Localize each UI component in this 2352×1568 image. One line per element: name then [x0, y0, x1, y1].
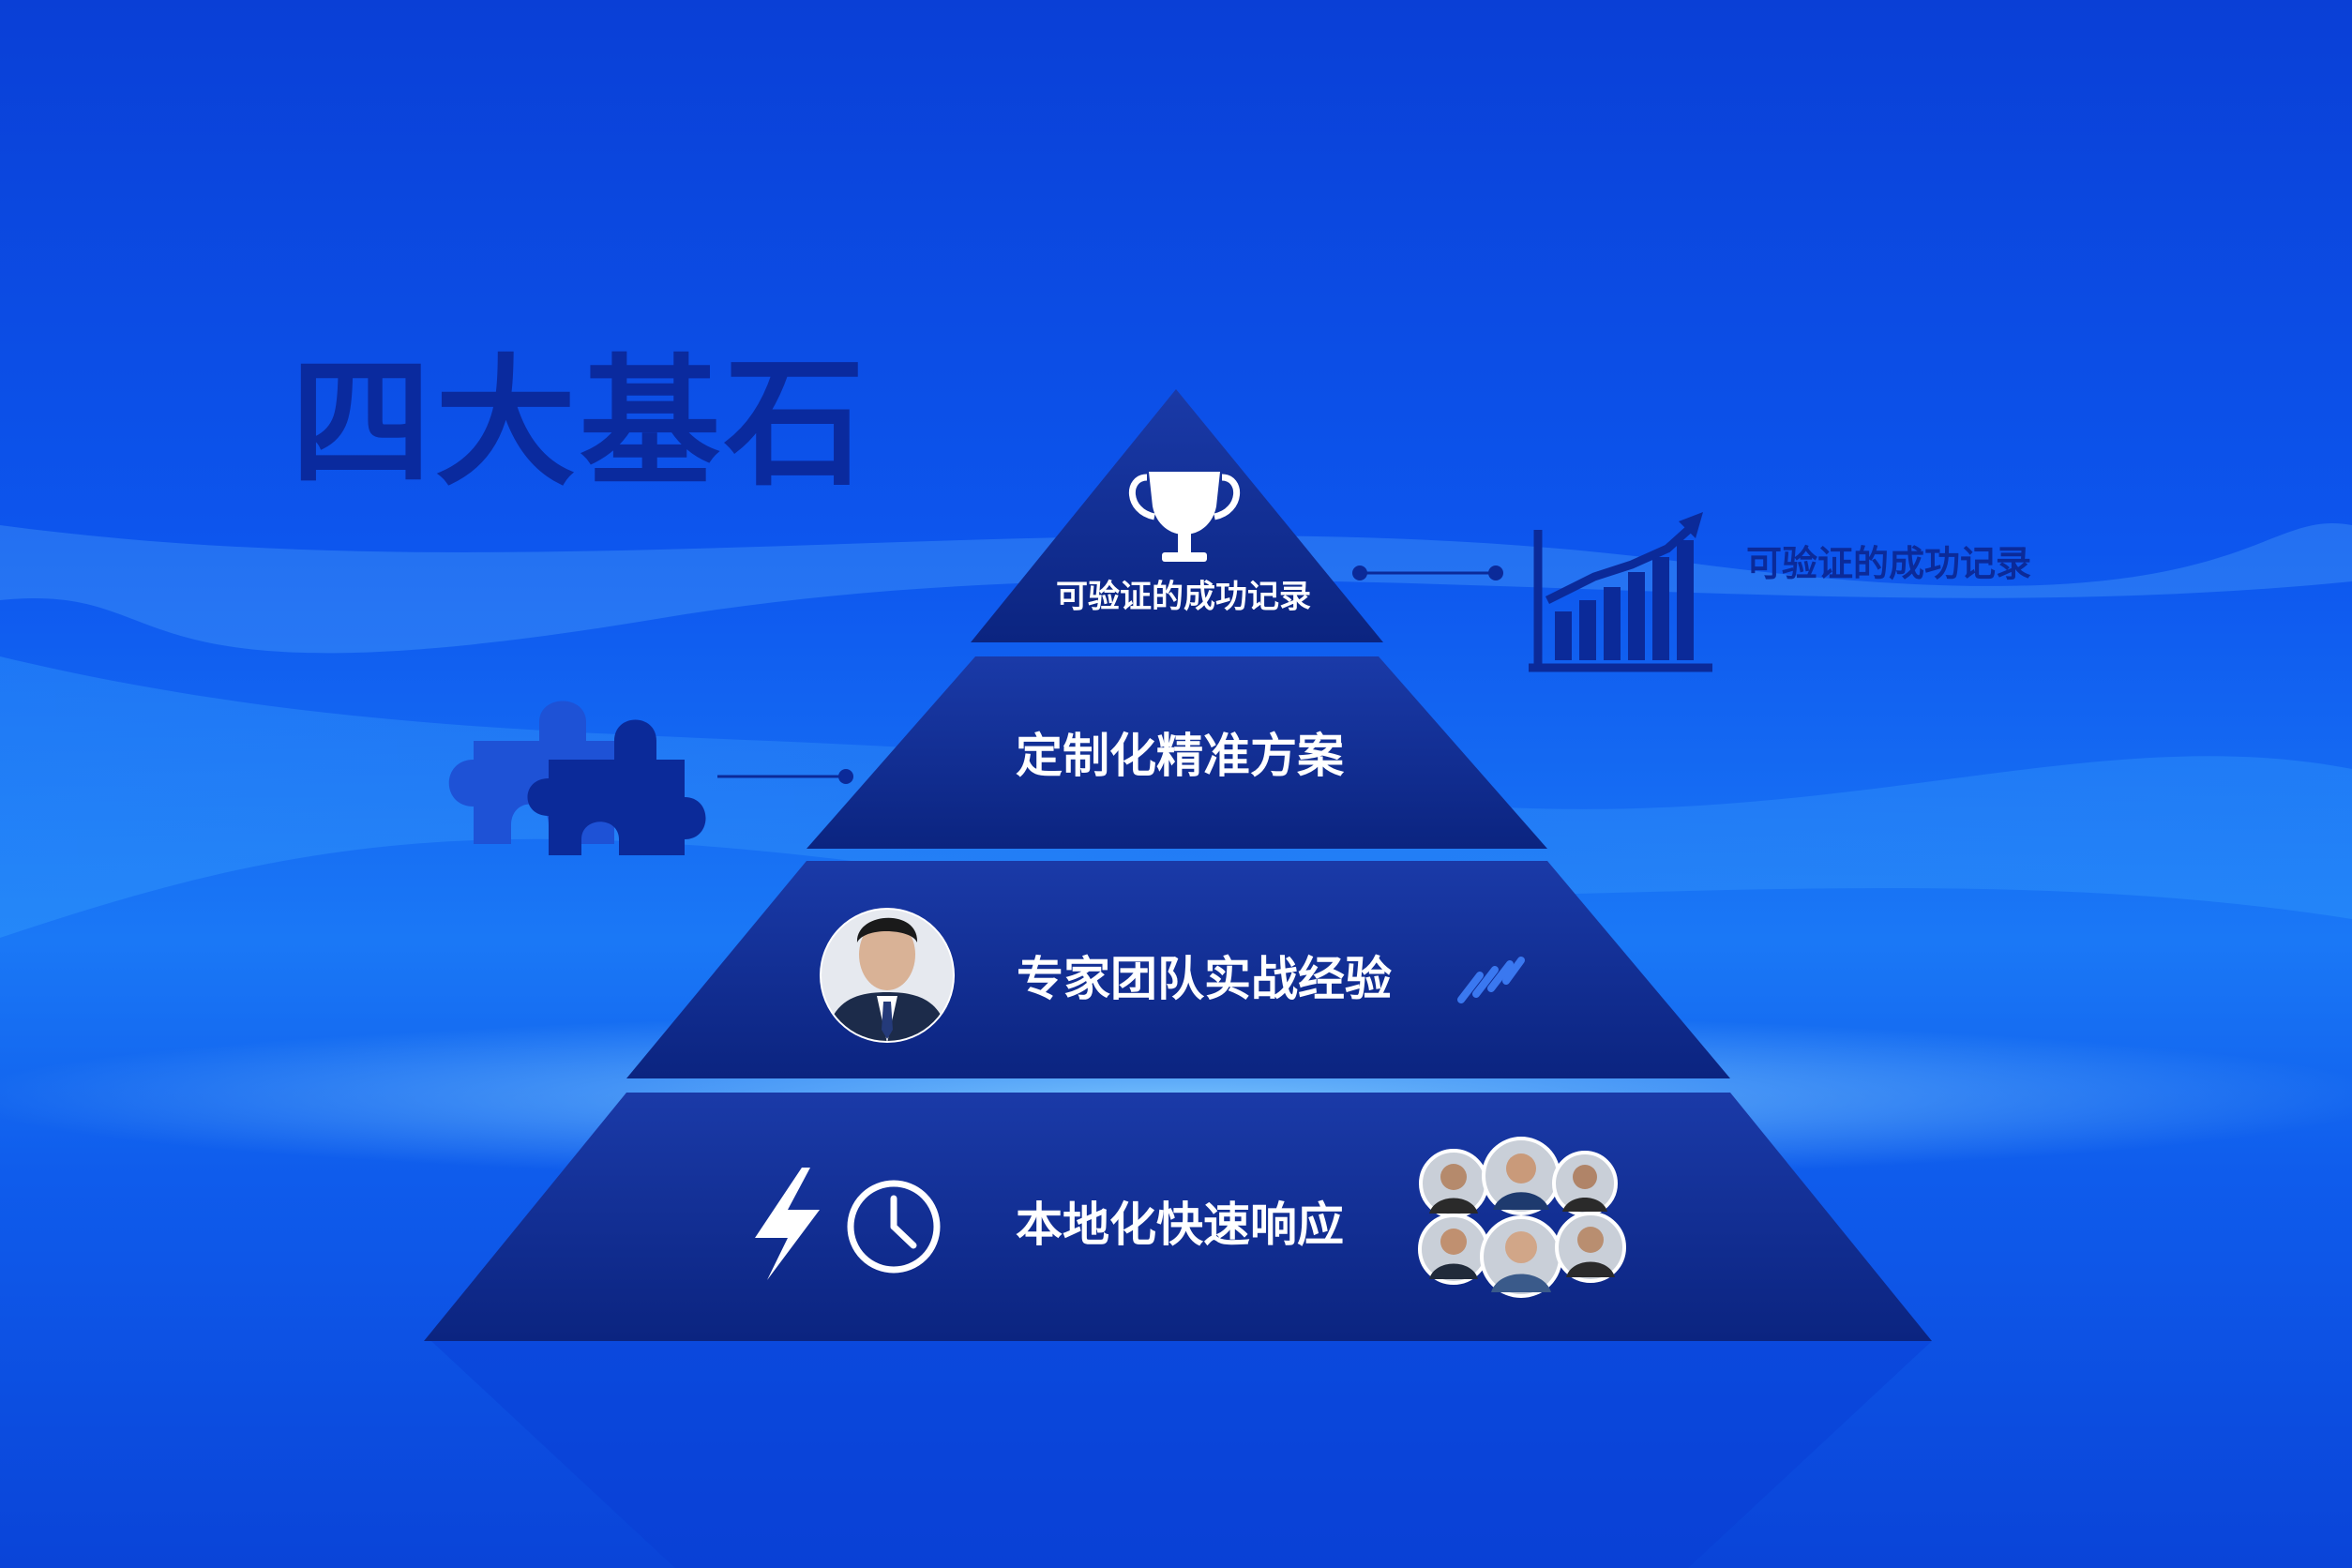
pyramid-tier-2	[807, 656, 1547, 849]
stripes-decoration	[1457, 957, 1525, 1003]
connector-dot	[1352, 565, 1367, 580]
connector-dot	[838, 769, 853, 784]
trophy-icon	[1129, 472, 1240, 562]
callout-label: 可验证的成功记录	[1746, 543, 2032, 584]
tier-1-label: 可验证的成功记录	[1056, 578, 1311, 616]
expert-avatar	[820, 908, 955, 1043]
clock-icon	[847, 1180, 941, 1274]
puzzle-icon	[448, 701, 706, 855]
lightning-icon	[755, 1168, 820, 1280]
growth-chart-icon	[1529, 512, 1712, 672]
tier-2-label: 定制化精准方案	[1016, 729, 1344, 783]
tier-3-label: 专家团队实战经验	[1017, 952, 1392, 1006]
team-photo-cluster	[1418, 1137, 1626, 1298]
page-title: 四大基石	[291, 342, 869, 505]
connector-dot	[1488, 565, 1503, 580]
tier-4-label: 本地化快速响应	[1016, 1198, 1344, 1252]
